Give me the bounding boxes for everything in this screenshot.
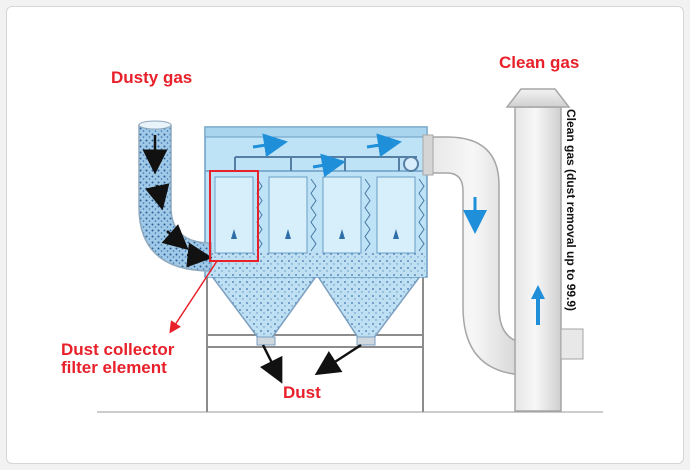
dust-label: Dust: [283, 383, 321, 402]
clean-gas-vertical-label: Clean gas (dust removal up to 99.9): [564, 109, 578, 311]
filter-pleat: [310, 178, 317, 252]
filter-element-label-line2: filter element: [61, 358, 167, 377]
filter-flow-arrow-icon: [231, 229, 237, 239]
filter-pleat: [364, 178, 371, 252]
blue-arrow-icon: [252, 133, 288, 158]
blue-arrow-icon: [312, 153, 346, 178]
filter-flow-arrow-icon: [339, 229, 345, 239]
diagram-frame: Dusty gas Clean gas Clean gas (dust remo…: [6, 6, 684, 464]
filter-bag: [376, 176, 416, 254]
filter-element-label-line1: Dust collector: [61, 340, 175, 359]
dusty-gas-label: Dusty gas: [111, 68, 192, 87]
filter-flow-arrow-icon: [285, 229, 291, 239]
support-frame: [206, 275, 424, 412]
exhaust-stack: [505, 88, 584, 412]
filter-bag: [268, 176, 308, 254]
filter-bag: [214, 176, 254, 254]
filter-pleat: [418, 178, 425, 252]
filter-bag: [322, 176, 362, 254]
filter-flow-arrow-icon: [393, 229, 399, 239]
filter-element-pointer: [169, 260, 218, 334]
filter-element-highlight: [209, 170, 259, 262]
dust-collector-diagram: Dusty gas Clean gas Clean gas (dust remo…: [61, 53, 603, 413]
clean-gas-label: Clean gas: [499, 53, 579, 72]
inlet-duct: [138, 120, 213, 272]
filter-bags: [214, 176, 425, 254]
flow-arrows: [252, 133, 402, 178]
dust-arrows: [259, 343, 362, 384]
outlet-duct: [422, 134, 530, 376]
blue-arrow-icon: [366, 133, 402, 158]
